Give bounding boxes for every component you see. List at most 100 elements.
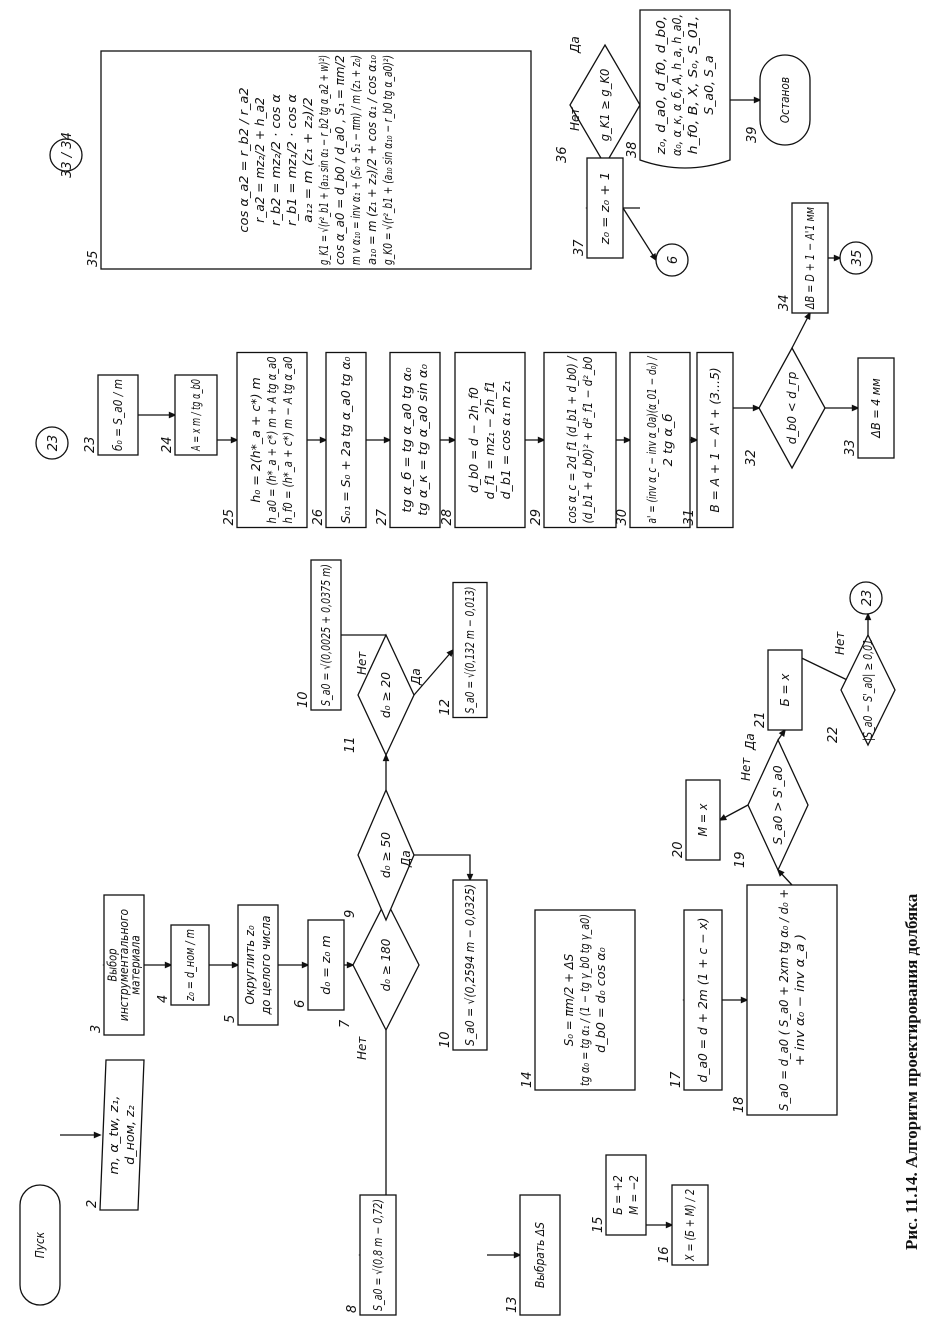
process-rect: [605, 1154, 647, 1236]
block-line: Округлить z₀: [243, 925, 257, 1004]
process-rect: [683, 909, 723, 1091]
block-line: S₀ = πm/2 + ΔS: [562, 953, 576, 1046]
branch-label-no: Нет: [568, 107, 582, 131]
block-line: материала: [128, 935, 142, 994]
process-rect: [519, 1194, 561, 1316]
block-b22: 22|S_a0 − S'_a0| ≥ 0,01: [826, 633, 896, 747]
output-shape: [639, 9, 731, 169]
block-line: r_b1 = mz₁/2 · cos α: [285, 94, 299, 226]
block-b32: 32 d_b0 < d_гр: [744, 346, 826, 470]
block-line: d₀ ≥ 180: [379, 938, 393, 991]
connector-label: 35: [850, 250, 865, 267]
block-b21: 21Б = x: [753, 649, 803, 731]
process-rect: [586, 157, 624, 259]
block-number: 7: [338, 1019, 353, 1028]
block-line: S_a0 = d_a0 ( S_a0 + 2xm tg α₀ / d₀ +: [777, 889, 791, 1111]
block-line: cos α_a2 = r_b2 / r_a2: [237, 87, 251, 232]
block-line: d_b0 < d_гр: [785, 371, 799, 444]
process-rect: [310, 559, 342, 711]
block-line: S_a0 = √(0,132 m − 0,013): [463, 587, 477, 714]
block-line: h_f0, B, X, S₀, S_01,: [686, 16, 700, 155]
block-b7: 7 d₀ ≥ 180: [338, 898, 420, 1032]
block-number: 23: [83, 436, 98, 453]
process-rect: [857, 357, 895, 459]
block-line: Выбрать ΔS: [533, 1222, 547, 1288]
block-number: 8: [345, 1305, 360, 1313]
block-line: S_a0, S_a: [702, 55, 716, 114]
connector-c6: 6: [655, 243, 689, 277]
block-number: 26: [311, 509, 326, 526]
process-rect: [103, 894, 145, 1036]
process-rect: [767, 649, 803, 731]
block-b6: 6d₀ = z₀ m: [293, 919, 345, 1011]
block-number: 9: [343, 910, 358, 918]
block-line: d₀ ≥ 50: [379, 832, 393, 879]
connector-label: 23: [46, 435, 61, 452]
connector-circle: [655, 243, 689, 277]
connector-circle: [849, 581, 883, 615]
block-number: 19: [733, 851, 748, 868]
block-number: 10: [438, 1031, 453, 1048]
process-rect: [629, 351, 691, 529]
process-rect: [100, 50, 532, 270]
connector-label: 33 / 34: [60, 132, 75, 178]
process-rect: [325, 351, 367, 529]
connector-c23a: 23: [35, 426, 69, 460]
block-b9: 9 d₀ ≥ 50: [343, 788, 415, 922]
block-number: 10: [296, 691, 311, 708]
block-number: 12: [438, 699, 453, 716]
block-line: S_a0 > S'_a0: [771, 765, 785, 845]
block-number: 32: [744, 449, 759, 466]
block-line: z₀, d_a0, d_f0, d_b0,: [654, 16, 668, 156]
block-line: h₀ = 2(h*_a + c*) m: [249, 377, 263, 502]
block-line: m v α₁₀ = inv α₁ + (S₀ + S₁ − πm) / m (z…: [349, 55, 363, 265]
branch-label-yes: Да: [409, 668, 423, 686]
block-number: 2: [85, 1200, 100, 1208]
decision-diamond: [758, 346, 826, 470]
connector-label: 6: [666, 256, 681, 264]
process-rect: [170, 924, 210, 1006]
process-rect: [746, 884, 838, 1116]
process-rect: [685, 779, 721, 861]
block-line: cos α_a0 = d_b0 / d_a0 , S₁ = πm/2: [333, 55, 347, 265]
figure-caption: Рис. 11.14. Алгоритм проектирования долб…: [902, 893, 921, 1250]
block-number: 17: [669, 1071, 684, 1088]
connector-c33_34: 33 / 34: [49, 132, 83, 178]
block-number: 36: [555, 146, 570, 163]
process-rect: [389, 351, 441, 529]
branch-label-yes: Да: [568, 36, 582, 54]
block-b31: 31B = A + 1 − A' + (3…5): [682, 351, 734, 529]
decision-diamond: [840, 633, 896, 747]
block-line: a₁₀ = m (z₁ + z₂)/2 + cos α₁ / cos α₁₀: [365, 55, 379, 265]
decision-diamond: [357, 633, 415, 757]
block-line: h_f0 = (h*_a + c*) m − A tg α_a0: [281, 356, 295, 523]
block-line: tg α_б = tg α_a0 tg α₀: [400, 367, 414, 512]
block-line: d_b0 = d − 2h_f0: [467, 387, 481, 493]
block-number: 16: [657, 1246, 672, 1263]
process-rect: [307, 919, 345, 1011]
block-line: инструментального: [117, 909, 131, 1021]
block-line: a₁₂ = m (z₁ + z₂)/2: [301, 97, 315, 222]
block-line: до целого числа: [259, 916, 273, 1016]
block-b12: 12 S_a0 = √(0,132 m − 0,013): [438, 581, 488, 719]
block-line: Пуск: [33, 1231, 47, 1258]
branch-label-no: Нет: [739, 757, 753, 781]
process-rect: [543, 351, 617, 529]
